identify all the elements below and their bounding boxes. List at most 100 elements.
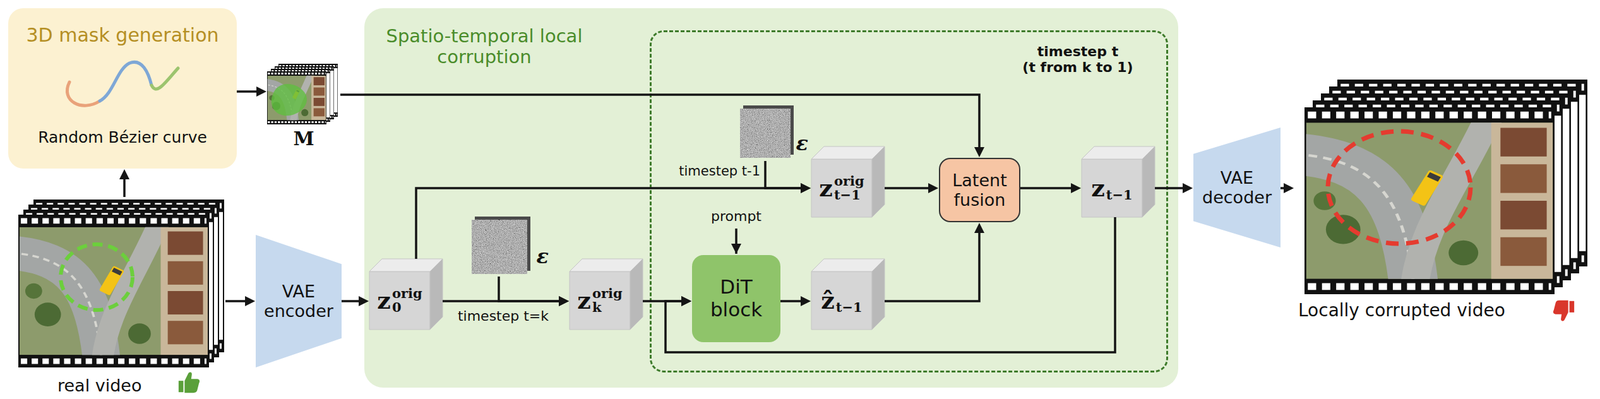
curve-segment (151, 68, 179, 90)
real-video-stack (10, 199, 225, 393)
node-text: ε (536, 246, 549, 267)
annotation: prompt (710, 208, 762, 225)
thumb-icon (1553, 300, 1575, 322)
group-panel: Spatio-temporal local corruptionzorig0εz… (364, 8, 1179, 388)
node-text: Latent fusion (952, 170, 1007, 210)
decoder-trapezoid: VAE decoder (1193, 127, 1281, 248)
node-text: 3D mask generation (25, 24, 219, 47)
script-column: origt−1 (834, 174, 865, 203)
process-panel: 3D mask generationRandom Bézier curve (8, 8, 237, 169)
trapezoid-fill (1193, 127, 1281, 248)
noise-image (471, 216, 531, 275)
corruption-circle (1327, 131, 1471, 244)
node-text: real video (57, 376, 143, 396)
fusion-block: Latent fusion (938, 157, 1021, 223)
script-column: origk (592, 286, 623, 315)
arrow-connector (1154, 186, 1189, 190)
annotation-label: timestep t=k (457, 308, 549, 324)
node-text: Random Bézier curve (37, 128, 208, 148)
arrow-connector (1020, 186, 1077, 190)
trapezoid-fill (255, 234, 342, 368)
curve-segment (66, 82, 100, 106)
script-column: orig0 (392, 286, 423, 315)
annotation-label: prompt (710, 208, 762, 225)
cube-side (630, 258, 643, 330)
arrow-connector (225, 299, 251, 303)
noise-image (740, 105, 794, 158)
subscript: t−1 (834, 188, 865, 203)
arrow-connector (341, 299, 365, 303)
arrow-connector (884, 186, 934, 190)
cube-side (429, 258, 443, 330)
arrow-connector (236, 90, 263, 93)
curve-segment (99, 61, 152, 102)
math-base: z (577, 288, 592, 313)
subscript: t−1 (835, 300, 863, 315)
film-frame (1293, 107, 1555, 295)
node-text: Locally corrupted video (1298, 301, 1506, 321)
superscript: orig (392, 286, 423, 301)
mask-region (271, 83, 307, 116)
node-text: DiT block (710, 275, 763, 321)
script-column: t−1 (1106, 174, 1133, 203)
noise-front (740, 108, 791, 158)
arrow-connector (1280, 186, 1290, 190)
arrow-connector (665, 217, 1116, 353)
noise-front (471, 219, 528, 275)
bezier-curve (66, 61, 179, 106)
superscript: orig (592, 286, 623, 301)
cube-side (871, 146, 885, 218)
highlight-circle (60, 244, 133, 311)
annotation: timestep t-1 (678, 163, 761, 179)
node-text: Spatio-temporal local corruption (383, 25, 586, 69)
annotation-label: timestep t-1 (678, 163, 761, 179)
cube-front (569, 271, 631, 330)
math-base: z (1091, 176, 1105, 201)
film-frame (264, 71, 327, 125)
subscript: t−1 (1106, 188, 1133, 203)
node-text: (t from k to 1) (1004, 59, 1152, 76)
subscript: 0 (392, 300, 423, 315)
node-text: VAE decoder (1202, 167, 1272, 208)
math-base: ẑ (820, 288, 835, 313)
corrupted-video-stack (1293, 79, 1588, 322)
latent-cube: ẑt−1 (811, 258, 885, 330)
arrow-connector (123, 173, 126, 198)
arrow-connector (884, 227, 980, 302)
arrow-connector (340, 94, 980, 153)
math-symbol: zorigt−1 (818, 174, 864, 203)
model-block: DiT block (692, 255, 781, 343)
script-column: t−1 (835, 286, 863, 315)
latent-cube: zorig0 (369, 258, 443, 330)
spacer (835, 286, 863, 301)
spacer (1106, 174, 1133, 189)
thumbs-down (1553, 300, 1575, 322)
cube-side (871, 258, 885, 330)
math-symbol: ẑt−1 (820, 286, 863, 315)
node-text: M (292, 128, 314, 150)
encoder-trapezoid: VAE encoder (255, 234, 342, 368)
annotation: timestep t=k (457, 308, 549, 324)
math-symbol: zt−1 (1091, 174, 1133, 203)
node-text: timestep t (1004, 43, 1152, 60)
cube-side (1142, 146, 1155, 218)
loop-region: timestep t(t from k to 1)εzorigt−1DiT bl… (649, 30, 1169, 373)
subscript: k (592, 300, 623, 315)
math-base: z (818, 176, 833, 201)
node-text: VAE encoder (263, 281, 334, 321)
math-base: z (376, 288, 391, 313)
cube-front (369, 271, 430, 330)
mask-video-stack (264, 63, 338, 125)
arrow-connector (780, 299, 807, 303)
cube-front (811, 271, 872, 330)
film-frame (10, 214, 209, 368)
math-symbol: zorig0 (376, 286, 422, 315)
thumbs-up (178, 371, 200, 393)
arrow-connector (765, 161, 807, 189)
latent-cube: zt−1 (1081, 146, 1155, 218)
superscript: orig (834, 174, 865, 189)
cube-front (811, 159, 872, 218)
